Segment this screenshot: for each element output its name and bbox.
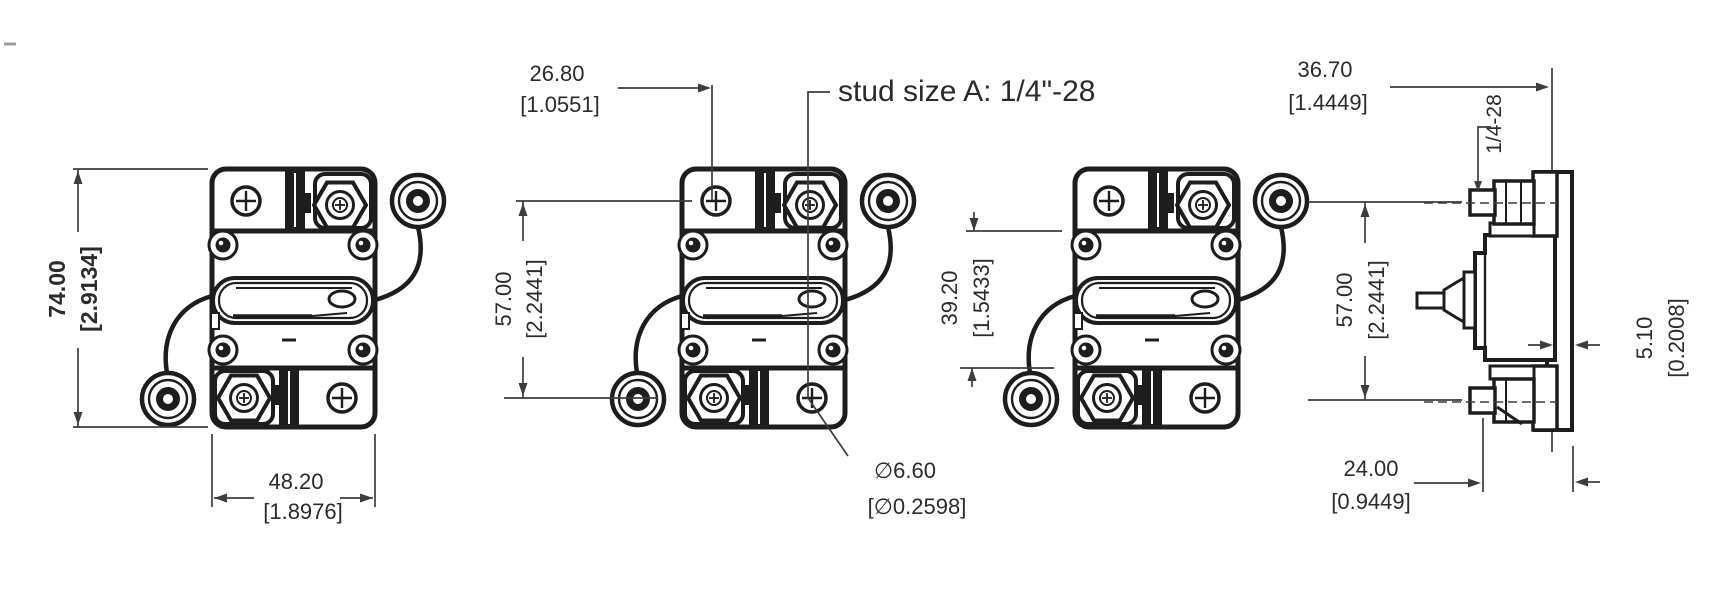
dim-text-pitch-mm: 57.00 xyxy=(491,271,516,326)
dim-text-width-mm: 48.20 xyxy=(268,469,323,494)
stud-size-note: stud size A: 1/4"-28 xyxy=(838,75,1095,108)
reset-button-side xyxy=(1415,270,1477,330)
stud-side-bottom xyxy=(1468,364,1559,432)
dim-overall-depth: 36.70 [1.4449] xyxy=(1288,57,1549,115)
stud-size-callout: stud size A: 1/4"-28 ∅6.60 [∅0.2598] xyxy=(807,75,1095,519)
dim-text-width-in: [1.8976] xyxy=(263,499,343,524)
dim-text-side-pitch-mm: 57.00 xyxy=(1332,272,1357,327)
dim-stud-pitch-side: 57.00 [2.2441] xyxy=(1308,201,1462,401)
dim-text-cutout-in: [1.5433] xyxy=(969,258,994,338)
dim-text-offset-in: [1.0551] xyxy=(520,92,600,117)
front-view-1 xyxy=(142,169,444,427)
dim-text-depth-in: [1.4449] xyxy=(1288,90,1368,115)
dim-text-depth-mm: 36.70 xyxy=(1297,57,1352,82)
dim-stud-offset: 26.80 [1.0551] xyxy=(520,61,713,200)
dim-cutout-height: 39.20 [1.5433] xyxy=(937,212,1062,387)
dim-text-height-mm: 74.00 xyxy=(44,260,70,318)
dim-overall-width: 48.20 [1.8976] xyxy=(211,434,376,524)
breaker-body-side xyxy=(1473,233,1557,362)
thread-callout: 1/4-28 xyxy=(1474,94,1506,192)
dim-text-height-in: [2.9134] xyxy=(76,246,102,332)
dim-text-hole-in: [∅0.2598] xyxy=(868,494,967,519)
front-view-2 xyxy=(612,169,914,427)
dim-stud-pitch-front: 57.00 [2.2441] xyxy=(491,200,692,399)
dim-text-bodydepth-mm: 24.00 xyxy=(1343,456,1398,481)
side-view xyxy=(1415,68,1574,492)
dim-text-bodydepth-in: [0.9449] xyxy=(1331,489,1411,514)
dim-text-pitch-in: [2.2441] xyxy=(522,259,547,339)
dim-text-flange-in: [0.2008] xyxy=(1664,298,1689,378)
dim-text-flange-mm: 5.10 xyxy=(1632,317,1657,360)
dim-flange-thickness: 5.10 [0.2008] xyxy=(1528,298,1689,378)
dim-text-offset-mm: 26.80 xyxy=(529,61,584,86)
dim-text-hole-mm: ∅6.60 xyxy=(874,458,936,483)
stud-side-top xyxy=(1468,170,1559,238)
thread-note: 1/4-28 xyxy=(1483,94,1506,154)
dim-text-cutout-mm: 39.20 xyxy=(937,270,962,325)
front-view-3 xyxy=(1005,169,1307,427)
dim-overall-height: 74.00 [2.9134] xyxy=(44,168,208,428)
dim-text-side-pitch-in: [2.2441] xyxy=(1364,260,1389,340)
dim-body-depth: 24.00 [0.9449] xyxy=(1331,446,1600,514)
